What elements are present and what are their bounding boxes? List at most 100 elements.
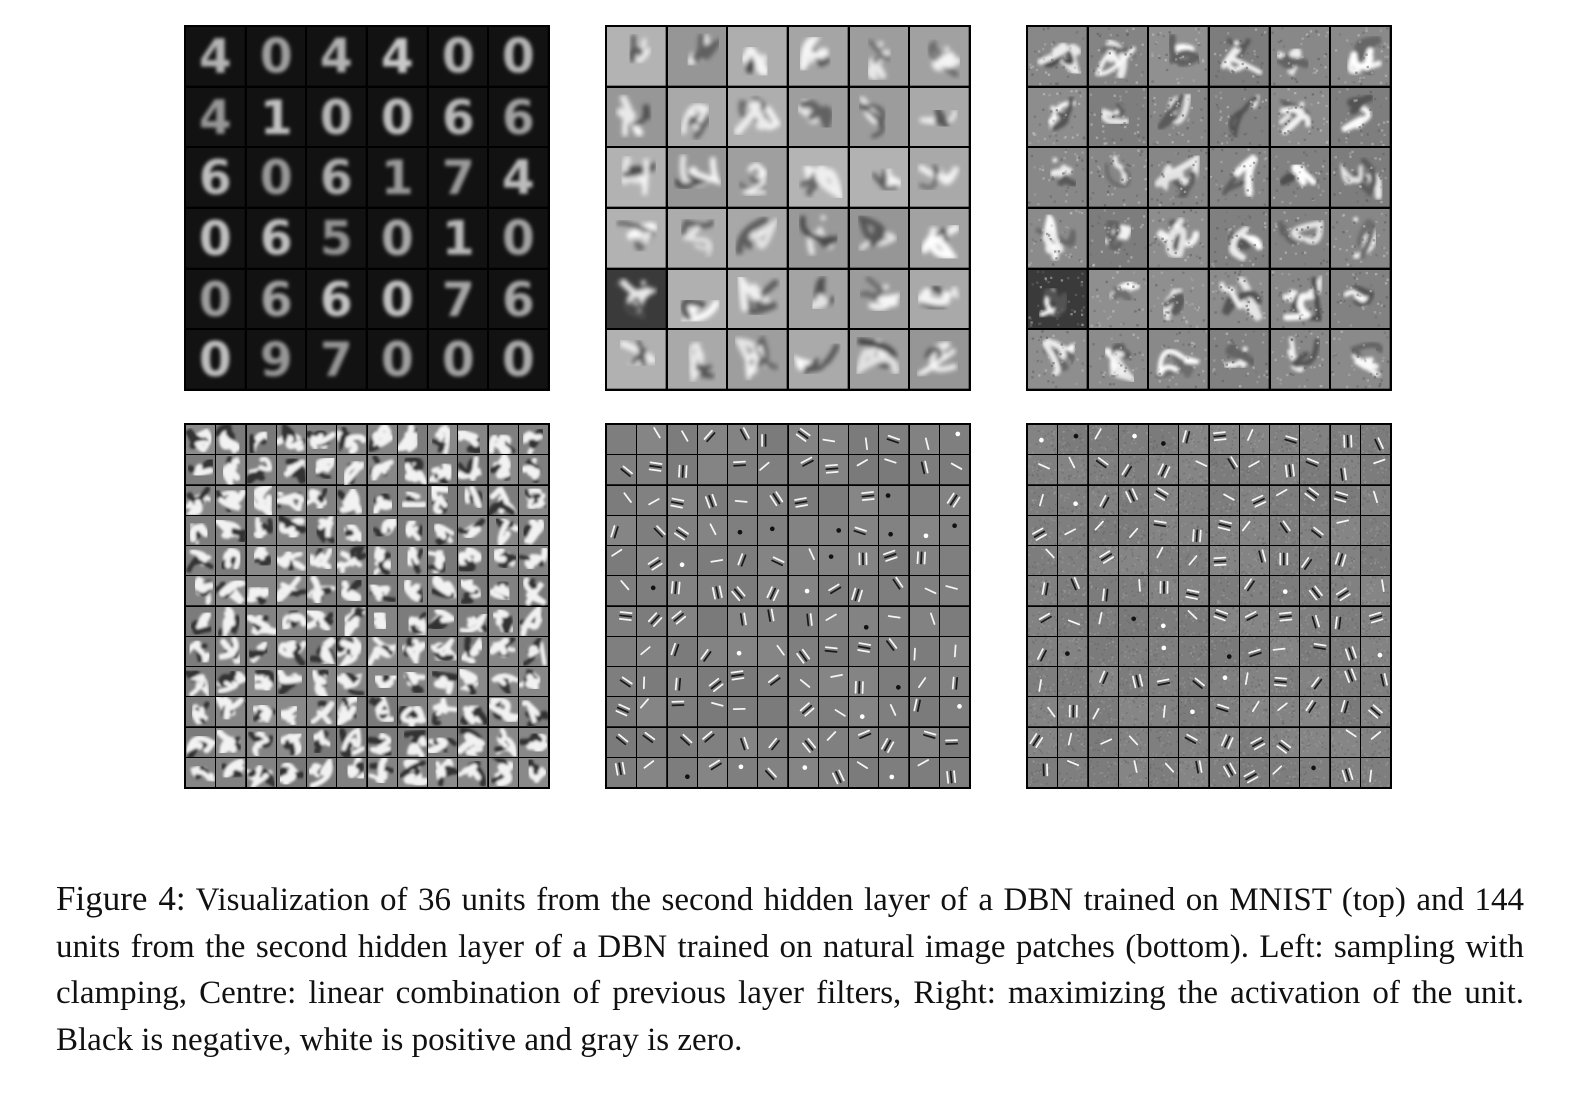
filter-tile [1270, 455, 1300, 485]
filter-tile [1179, 546, 1209, 576]
filter-tile: 0 [368, 330, 427, 389]
filter-tile: 0 [368, 269, 427, 329]
filter-tile [518, 606, 548, 636]
filter-tile [518, 636, 548, 666]
filter-tile [458, 515, 488, 545]
filter-tile [818, 546, 848, 576]
filter-tile [1209, 425, 1239, 455]
filter-tile: 0 [489, 330, 548, 389]
filter-tile [1028, 148, 1087, 207]
filter-tile [1028, 455, 1058, 485]
filter-tile [1179, 757, 1209, 787]
figure-label: Figure 4: [56, 879, 186, 918]
filter-tile [728, 148, 787, 207]
filter-tile [788, 727, 818, 757]
filter-tile [788, 485, 818, 515]
filter-tile [1270, 697, 1300, 727]
filter-tile [849, 576, 879, 606]
filter-tile [1239, 576, 1269, 606]
filter-tile [909, 485, 939, 515]
filter-tile [1270, 576, 1300, 606]
filter-tile [1088, 269, 1148, 329]
svg-text:0: 0 [199, 272, 232, 327]
filter-tile [518, 546, 548, 576]
filter-tile [186, 727, 216, 757]
filter-tile [939, 546, 969, 576]
filter-tile [849, 757, 879, 787]
filter-tile: 5 [307, 209, 366, 268]
filter-tile [788, 636, 818, 666]
filter-tile [367, 727, 397, 757]
filter-tile [428, 425, 458, 455]
svg-text:0: 0 [502, 30, 535, 85]
filter-tile [518, 485, 548, 515]
filter-tile [1088, 27, 1148, 86]
filter-tile [518, 757, 548, 787]
caption-text: Visualization of 36 units from the secon… [56, 882, 1525, 1058]
filter-tile [818, 485, 848, 515]
filter-tile [1209, 485, 1239, 515]
filter-tile [276, 515, 306, 545]
filter-tile [1331, 269, 1390, 329]
filter-tile [337, 425, 367, 455]
svg-text:4: 4 [199, 30, 232, 85]
filter-tile [697, 757, 727, 787]
filter-tile [1118, 485, 1148, 515]
filter-tile [667, 727, 697, 757]
filter-tile [939, 636, 969, 666]
filter-tile [1330, 757, 1360, 787]
filter-tile [758, 576, 788, 606]
filter-tile [1209, 757, 1239, 787]
svg-text:6: 6 [320, 151, 353, 206]
filter-tile [1239, 727, 1269, 757]
filter-tile [1209, 697, 1239, 727]
filter-tile [879, 485, 909, 515]
filter-tile [246, 636, 276, 666]
mnist-max-activation-panel [1026, 25, 1392, 391]
filter-tile [637, 455, 667, 485]
filter-tile [1360, 606, 1390, 636]
filter-tile: 4 [489, 148, 548, 207]
filter-tile [1088, 330, 1148, 389]
filter-tile [337, 757, 367, 787]
filter-tile [939, 485, 969, 515]
filter-tile [1179, 576, 1209, 606]
filter-tile [607, 667, 637, 697]
filter-tile: 4 [368, 27, 427, 86]
filter-tile [1088, 697, 1118, 727]
filter-tile: 0 [186, 330, 245, 389]
filter-tile [697, 546, 727, 576]
filter-tile [276, 727, 306, 757]
filter-tile [758, 425, 788, 455]
filter-tile [1118, 606, 1148, 636]
filter-tile [1058, 425, 1088, 455]
filter-tile [1360, 727, 1390, 757]
filter-tile [637, 515, 667, 545]
filter-tile [879, 636, 909, 666]
filter-tile [1300, 455, 1330, 485]
filter-tile [1088, 727, 1118, 757]
filter-tile [1088, 576, 1118, 606]
filter-tile [518, 576, 548, 606]
filter-tile [1058, 515, 1088, 545]
figure-caption: Figure 4:Visualization of 36 units from … [56, 876, 1524, 1063]
filter-tile [849, 455, 879, 485]
filter-tile [1330, 727, 1360, 757]
filter-tile [879, 546, 909, 576]
filter-tile [849, 697, 879, 727]
filter-tile [186, 485, 216, 515]
filter-tile [1149, 636, 1179, 666]
filter-tile [1179, 485, 1209, 515]
filter-tile [1028, 546, 1058, 576]
filter-tile [1028, 576, 1058, 606]
filter-tile [939, 606, 969, 636]
filter-tile [246, 425, 276, 455]
filter-tile [1360, 515, 1390, 545]
filter-tile [186, 576, 216, 606]
filter-tile [728, 330, 787, 389]
filter-tile [518, 425, 548, 455]
filter-tile [849, 269, 909, 329]
filter-tile [458, 576, 488, 606]
filter-tile [337, 515, 367, 545]
filter-tile [849, 485, 879, 515]
